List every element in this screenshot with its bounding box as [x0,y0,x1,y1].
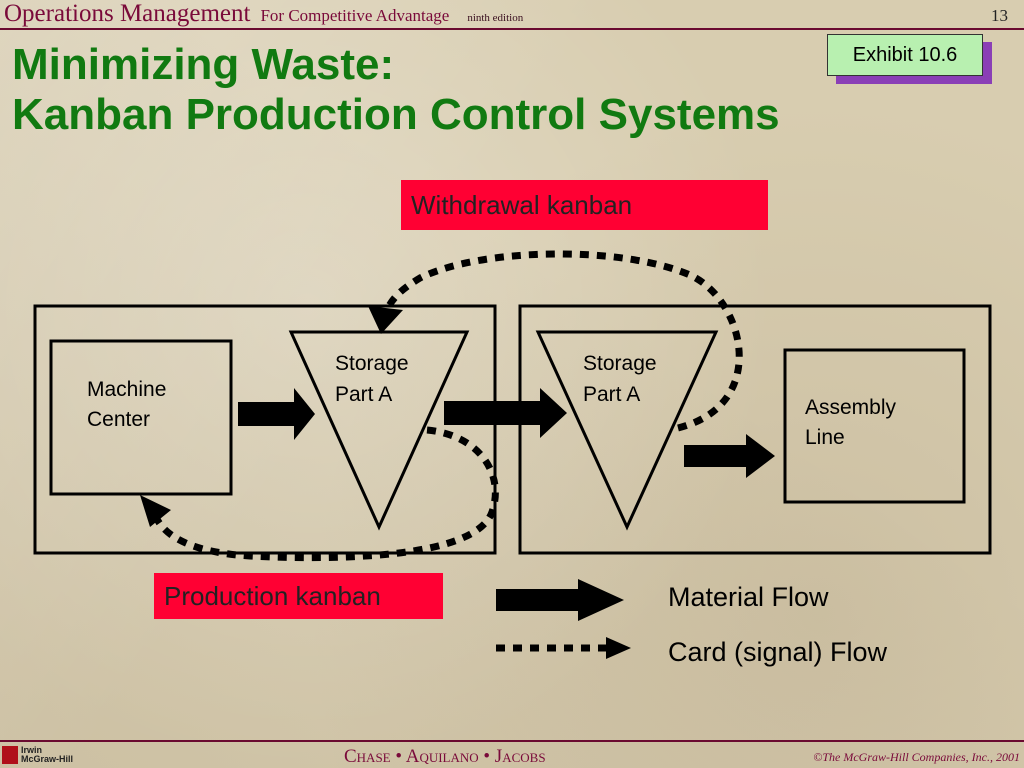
publisher-logo-line2: McGraw-Hill [21,754,74,764]
legend-card-arrowhead [606,637,631,659]
footer-divider [0,740,1024,742]
legend-material-flow-text: Material Flow [668,582,829,612]
storage-left-triangle [288,330,470,531]
slide-title-line1: Minimizing Waste: [12,40,395,89]
header-divider [0,28,1024,30]
right-work-area-box [518,304,992,555]
assembly-line-label: Assembly Line [805,396,902,449]
production-kanban-label: Production kanban [154,573,443,619]
material-flow-arrow-2 [444,388,567,438]
machine-center-box [49,339,233,496]
publisher-logo: Irwin McGraw-Hill [2,745,86,765]
footer-authors: Chase • Aquilano • Jacobs [344,746,546,767]
material-flow-arrow-3 [684,434,775,478]
storage-right-label-line1: Storage [583,352,657,375]
slide-title-line2: Kanban Production Control Systems [12,90,780,139]
assembly-line-box [783,348,966,504]
production-card-flow [151,426,499,562]
header-book-title-block: Operations Management For Competitive Ad… [4,0,523,28]
storage-right-label: Storage Part A [583,352,662,406]
left-work-area-box [33,304,497,555]
book-title: Operations Management [4,0,251,27]
assembly-line-label-line2: Line [805,426,845,449]
slide-title: Minimizing Waste: Kanban Production Cont… [12,40,780,140]
publisher-logo-text: Irwin McGraw-Hill [21,746,73,764]
publisher-logo-mark [2,746,18,764]
machine-center-label-line2: Center [87,408,150,431]
machine-center-label: Machine Center [87,378,172,431]
publisher-logo-line1: Irwin [21,745,43,755]
footer-copyright: ©The McGraw-Hill Companies, Inc., 2001 [813,750,1020,764]
storage-right-triangle [535,330,719,531]
assembly-line-label-line1: Assembly [805,396,897,419]
withdrawal-card-arrowhead [368,306,403,334]
storage-left-label-line1: Storage [335,352,409,375]
withdrawal-kanban-label: Withdrawal kanban [401,180,768,230]
edition-label: ninth edition [467,12,524,24]
material-flow-arrow-1 [238,388,315,440]
page-number: 13 [991,6,1008,25]
storage-left-label: Storage Part A [335,352,414,406]
withdrawal-card-flow [381,250,743,432]
book-subtitle: For Competitive Advantage [260,6,450,25]
machine-center-label-line1: Machine [87,378,166,401]
exhibit-badge: Exhibit 10.6 [827,34,983,76]
production-card-arrowhead [140,495,171,527]
storage-left-label-line2: Part A [335,383,392,406]
legend-material-arrow [496,579,624,621]
storage-right-label-line2: Part A [583,383,640,406]
legend-card-flow-text: Card (signal) Flow [668,637,888,667]
